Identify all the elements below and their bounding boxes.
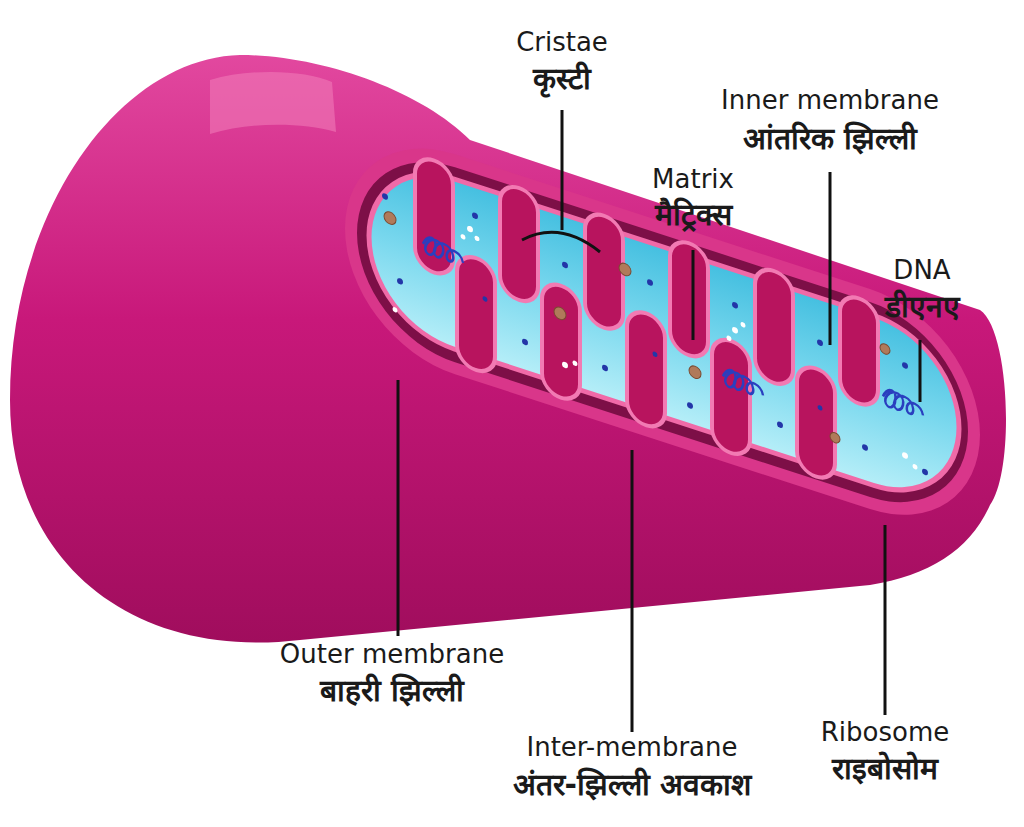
part-label: अंतर-झिल्ली अवकाश: [513, 768, 752, 803]
outer-body: [10, 55, 1006, 643]
matrix-area: [369, 151, 959, 513]
ribosome-particles: [384, 181, 890, 460]
part-label: कृस्टी: [533, 62, 591, 97]
body-highlight: [210, 72, 336, 134]
part-label: Inner membrane: [721, 86, 939, 116]
matrix-vesicles: [393, 201, 918, 483]
cut-face: [345, 119, 980, 545]
part-label: आंतरिक झिल्ली: [743, 122, 917, 157]
inner-wall: [357, 135, 968, 529]
part-label: डीएनए: [885, 290, 960, 325]
matrix-granules: [382, 183, 928, 486]
part-label: Matrix: [652, 165, 734, 195]
part-label: Inter-membrane: [527, 733, 738, 763]
leader-lines: [398, 110, 920, 732]
part-label: बाहरी झिल्ली: [320, 674, 464, 709]
part-label: DNA: [893, 256, 950, 286]
cristae-folds: [415, 154, 878, 500]
part-label: Outer membrane: [280, 640, 504, 670]
cut-rim: [345, 119, 980, 545]
part-label: Cristae: [516, 28, 608, 58]
dna-strands: [423, 235, 923, 450]
part-label: मैट्रिक्स: [655, 198, 732, 233]
part-label: Ribosome: [821, 718, 949, 748]
part-label: राइबोसोम: [832, 752, 938, 787]
